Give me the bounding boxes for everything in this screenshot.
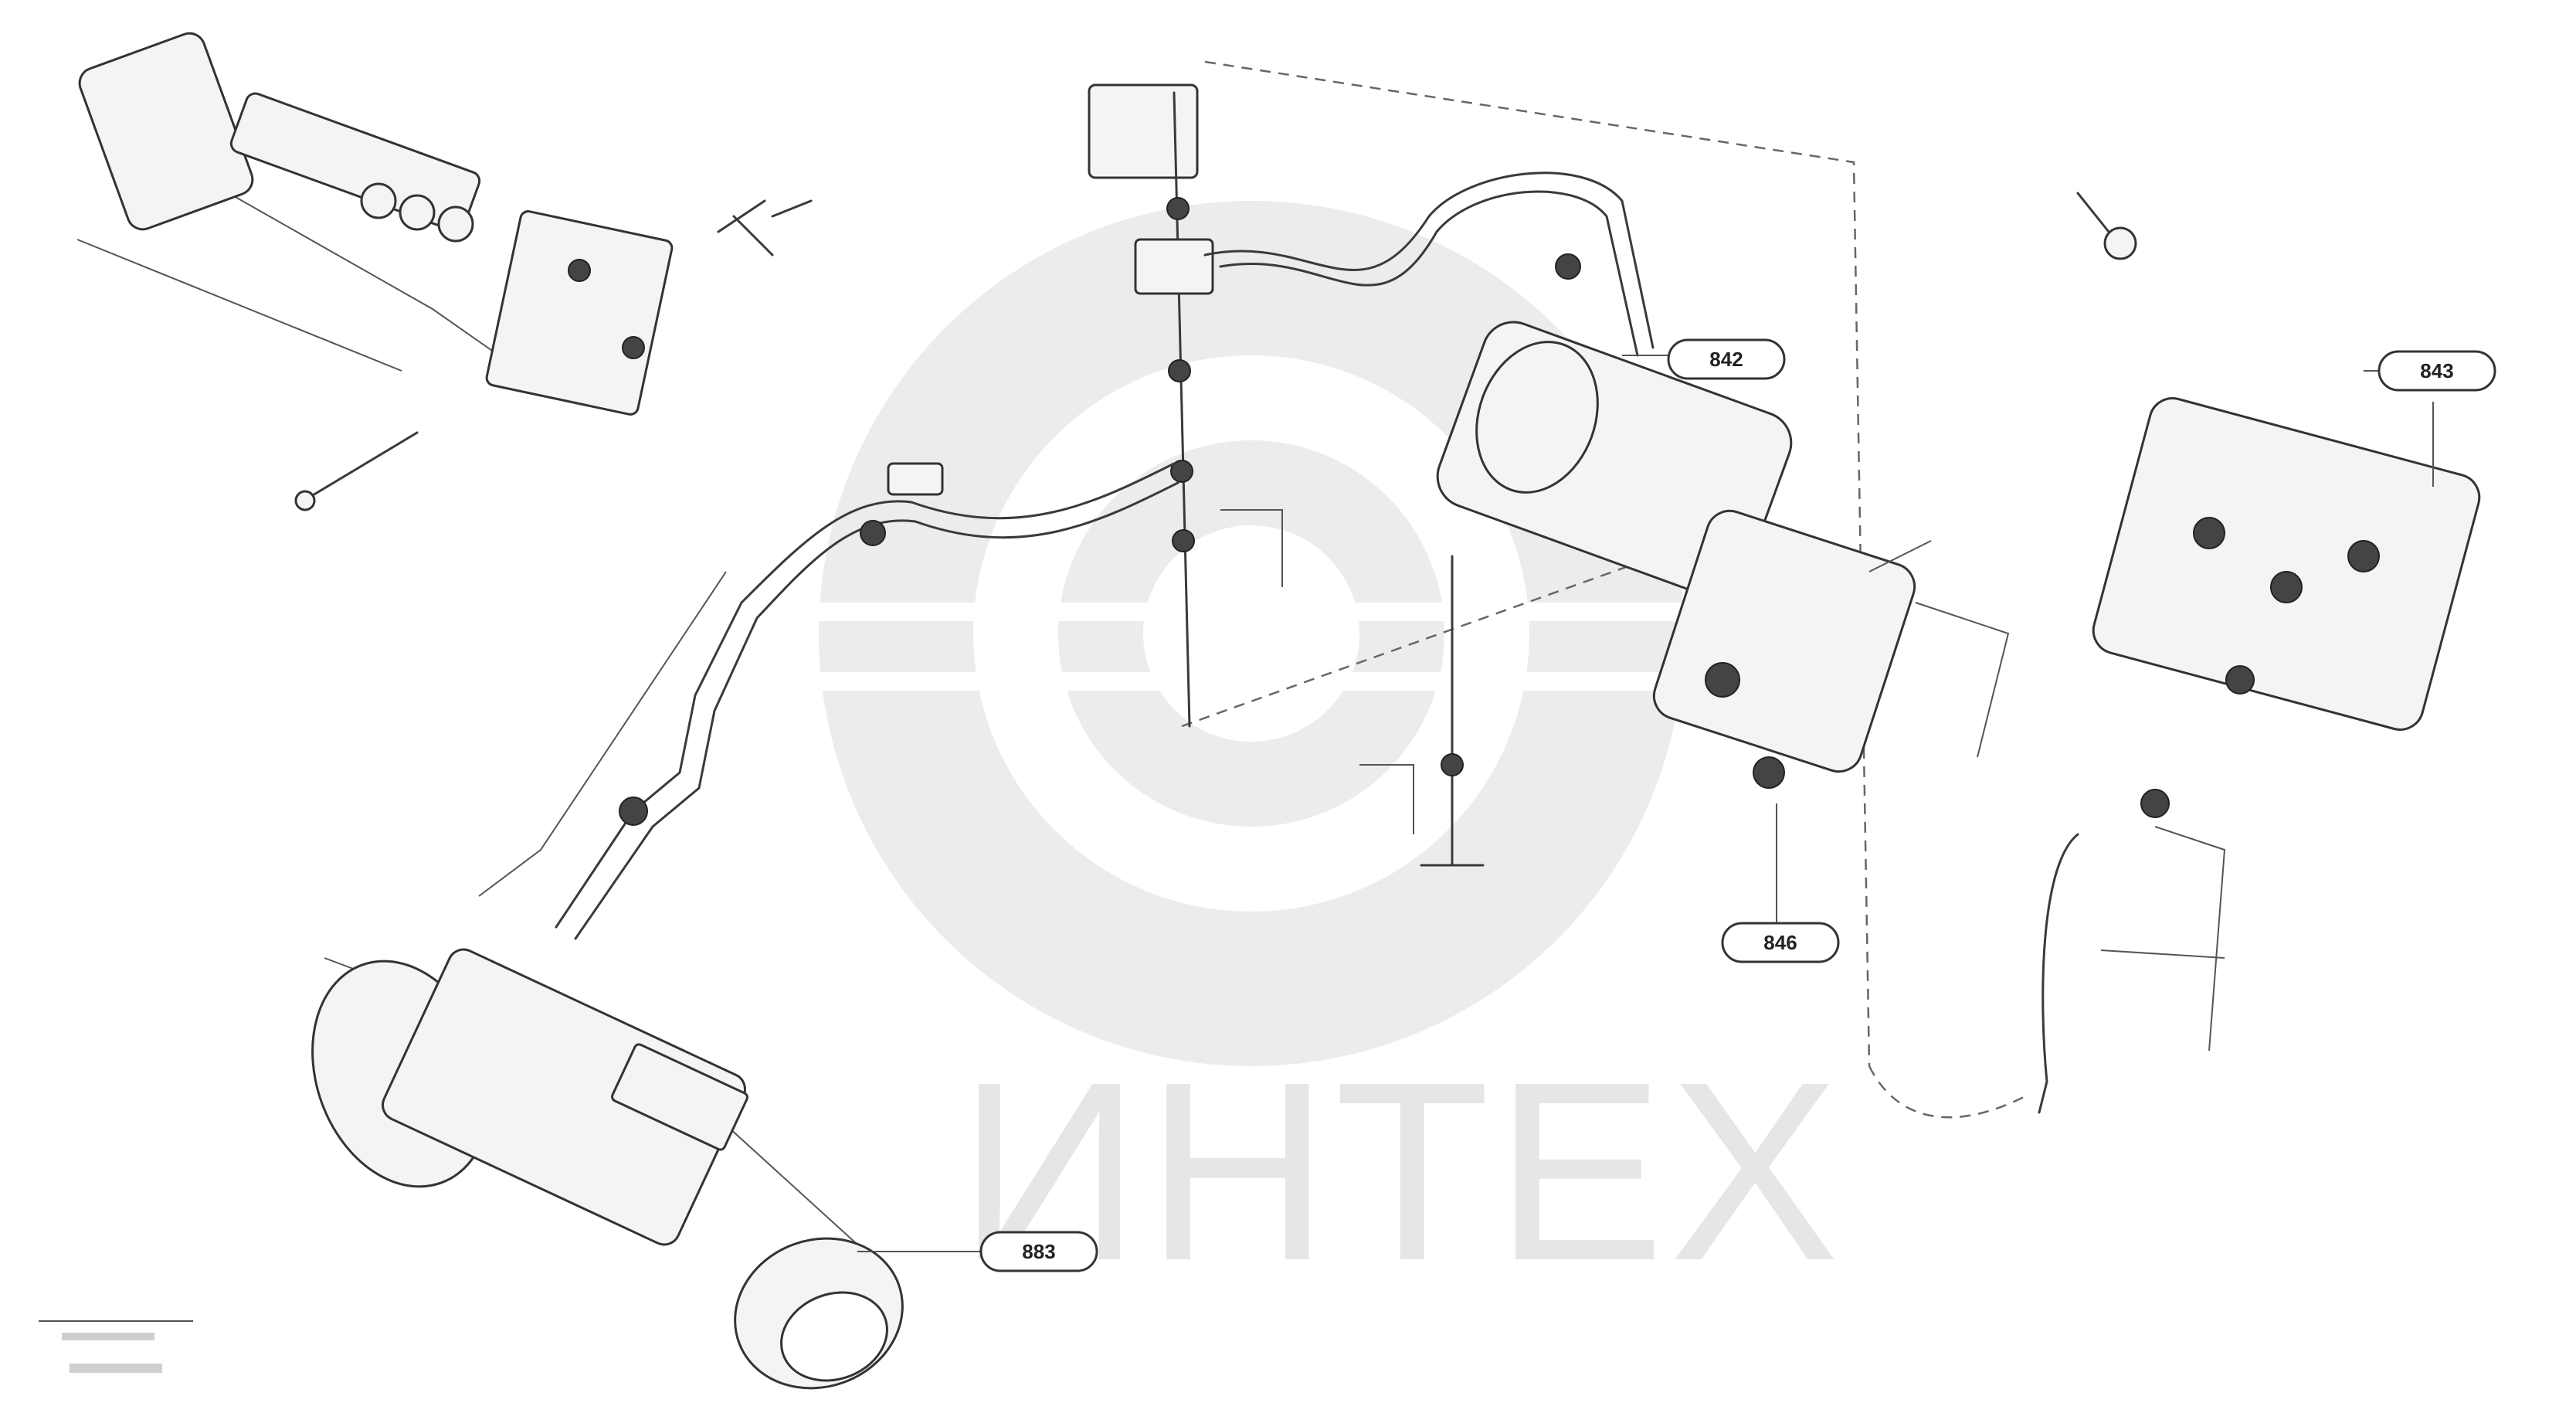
pump-port-1 — [1705, 662, 1740, 698]
small-fittings — [717, 199, 813, 256]
small-bolt — [2076, 192, 2110, 233]
small-ring — [2103, 226, 2137, 260]
callout-label: 846 — [1763, 931, 1797, 954]
pipe-fitting-3 — [1170, 460, 1193, 483]
callout-box-883 — [979, 1231, 1098, 1272]
valve-port-4 — [2225, 665, 2255, 695]
callout-842[interactable]: 842 — [1667, 338, 1786, 380]
top-bracket-group — [1088, 60, 1871, 1067]
pipe-fitting-4 — [1172, 529, 1195, 552]
hose-fitting — [1555, 253, 1581, 280]
motor-body — [382, 948, 746, 1246]
pipe-fitting-1 — [1166, 197, 1190, 220]
left-hose-group — [478, 462, 1179, 940]
top-left-assembly — [76, 32, 813, 511]
pipe-fitting-2 — [1168, 359, 1191, 382]
clamp-brackets — [1220, 509, 1414, 834]
valve-block-assembly — [2038, 192, 2481, 1114]
reference-line-2 — [70, 1364, 162, 1373]
callout-label: 843 — [2420, 359, 2453, 382]
watermark-gear-core — [1143, 525, 1359, 742]
block-port-1 — [568, 259, 591, 282]
callout-846[interactable]: 846 — [1721, 922, 1840, 963]
drain-bracket — [2100, 826, 2226, 1051]
valve-port-2 — [2270, 571, 2303, 603]
seal-ring-3 — [437, 205, 474, 243]
callout-843[interactable]: 843 — [2377, 350, 2496, 392]
hose-clamp-2 — [619, 797, 648, 826]
pump-bracket — [1868, 540, 2010, 758]
main-hose-outer — [574, 481, 1179, 940]
callout-883[interactable]: 883 — [979, 1231, 1098, 1272]
pump-front-cap — [1475, 341, 1599, 494]
tee-fitting — [1134, 238, 1214, 295]
main-hose — [555, 462, 1176, 929]
mount-block — [485, 210, 674, 416]
watermark-stripe-1 — [772, 603, 1699, 621]
pump-mount-plate — [1652, 509, 1916, 773]
seal-ring-2 — [399, 194, 436, 231]
reference-line-1 — [62, 1333, 154, 1340]
bracket-arm — [478, 571, 727, 897]
valve-port-3 — [2347, 540, 2380, 572]
return-dash — [1868, 1065, 2024, 1119]
drain-hose — [2038, 833, 2079, 1114]
callout-label: 842 — [1709, 348, 1743, 371]
bolt-head — [294, 490, 316, 511]
callout-box-846 — [1721, 922, 1840, 963]
bolt — [300, 431, 419, 504]
lower-pipe — [1420, 555, 1485, 867]
motor-cap — [611, 1043, 748, 1151]
upper-hose — [1203, 172, 1655, 349]
block-port-2 — [622, 336, 645, 359]
valve-block — [2092, 397, 2481, 731]
callout-box-843 — [2377, 350, 2496, 392]
watermark-stripe-2 — [772, 672, 1699, 691]
cylinder-head — [78, 32, 254, 231]
upper-hose-outer — [1219, 190, 1639, 357]
valve-port-1 — [2193, 517, 2225, 549]
dashed-boundary — [1181, 60, 1871, 1067]
drain-fitting — [2140, 789, 2170, 818]
pump-port-2 — [1753, 756, 1785, 789]
hose-clamp-1 — [860, 520, 886, 546]
callout-box-842 — [1667, 338, 1786, 380]
top-bracket — [1088, 83, 1199, 179]
hose-tag — [887, 462, 944, 496]
drawing-reference — [39, 1320, 193, 1373]
seal-ring-1 — [360, 182, 397, 219]
motor-flange-bore — [780, 1291, 888, 1382]
motor-assembly — [311, 948, 981, 1390]
center-pump — [1436, 321, 2024, 1119]
watermark-text: ИНТЕХ — [958, 1028, 1844, 1313]
callout-label: 883 — [1022, 1240, 1055, 1263]
lower-pipe-fitting — [1441, 753, 1464, 776]
